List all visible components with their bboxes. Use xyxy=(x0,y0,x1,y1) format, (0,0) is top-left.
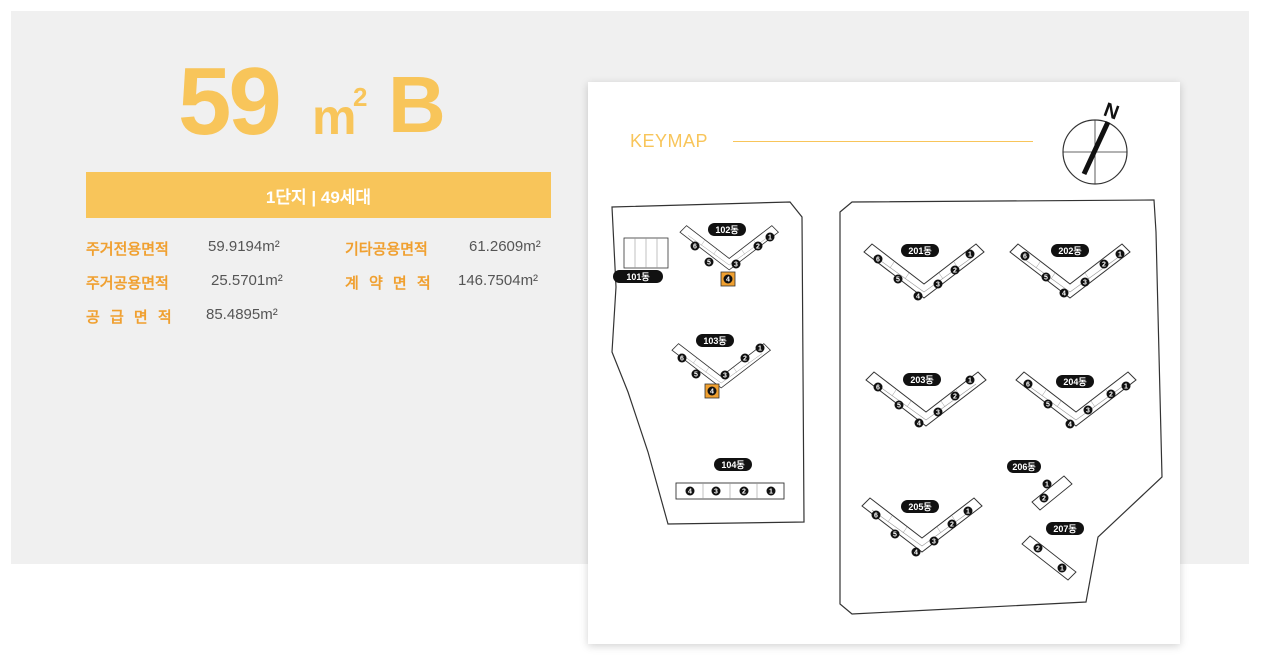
svg-text:1: 1 xyxy=(968,378,972,385)
svg-text:1: 1 xyxy=(1045,482,1049,489)
spec-label: 주거전용면적 xyxy=(86,241,169,258)
building-206: 206동 1 2 xyxy=(1007,460,1073,511)
svg-text:1: 1 xyxy=(768,235,772,242)
spec-value: 61.2609m² xyxy=(469,238,541,255)
building-204: 204동 6 5 4 3 2 1 xyxy=(1015,371,1137,429)
svg-text:3: 3 xyxy=(1086,408,1090,415)
building-label-207: 207동 xyxy=(1053,524,1076,534)
spec-label: 주거공용면적 xyxy=(86,275,169,292)
svg-text:2: 2 xyxy=(1036,546,1040,553)
spec-value: 146.7504m² xyxy=(458,272,539,289)
svg-text:5: 5 xyxy=(707,260,711,267)
svg-text:3: 3 xyxy=(714,489,718,496)
building-label-203: 203동 xyxy=(910,375,933,385)
spec-contract-area: 계 약 면 적 146.7504m² xyxy=(345,272,538,293)
spec-supply-area: 공 급 면 적 85.4895m² xyxy=(86,306,278,327)
svg-text:4: 4 xyxy=(917,421,921,428)
compass-icon: N xyxy=(1062,99,1128,185)
svg-text:5: 5 xyxy=(896,277,900,284)
building-label-103: 103동 xyxy=(703,336,726,346)
building-label-204: 204동 xyxy=(1063,377,1086,387)
spec-other-common-area: 기타공용면적 61.2609m² xyxy=(345,238,541,259)
svg-text:3: 3 xyxy=(723,373,727,380)
unit-area-number: 59 xyxy=(178,48,282,155)
svg-text:1: 1 xyxy=(1060,566,1064,573)
building-label-206: 206동 xyxy=(1012,462,1035,472)
svg-text:2: 2 xyxy=(950,522,954,529)
site-boundary-1 xyxy=(611,201,805,525)
spec-label: 기타공용면적 xyxy=(345,241,428,258)
svg-text:1: 1 xyxy=(966,509,970,516)
spec-value: 59.9194m² xyxy=(208,238,280,255)
svg-text:3: 3 xyxy=(932,539,936,546)
svg-text:5: 5 xyxy=(1046,402,1050,409)
svg-text:2: 2 xyxy=(953,268,957,275)
svg-text:1: 1 xyxy=(758,346,762,353)
compass-north-label: N xyxy=(1101,99,1122,125)
building-203: 203동 6 5 4 3 2 1 xyxy=(865,371,987,428)
building-205: 205동 6 5 4 3 2 1 xyxy=(861,497,983,557)
svg-text:4: 4 xyxy=(726,277,730,284)
svg-text:6: 6 xyxy=(876,257,880,264)
spec-value: 25.5701m² xyxy=(211,272,283,289)
svg-text:4: 4 xyxy=(916,294,920,301)
svg-text:1: 1 xyxy=(1118,252,1122,259)
building-label-102: 102동 xyxy=(715,225,738,235)
svg-text:2: 2 xyxy=(1042,496,1046,503)
svg-text:2: 2 xyxy=(1109,392,1113,399)
svg-text:3: 3 xyxy=(734,262,738,269)
svg-text:1: 1 xyxy=(968,252,972,259)
building-201: 201동 6 5 4 3 2 1 xyxy=(863,243,985,301)
building-202: 202동 6 5 4 3 2 1 xyxy=(1009,243,1131,299)
svg-text:2: 2 xyxy=(953,394,957,401)
svg-text:6: 6 xyxy=(1026,382,1030,389)
svg-text:6: 6 xyxy=(874,513,878,520)
svg-text:6: 6 xyxy=(680,356,684,363)
svg-text:6: 6 xyxy=(876,385,880,392)
svg-text:3: 3 xyxy=(936,282,940,289)
keymap-card: KEYMAP N xyxy=(588,82,1180,644)
svg-text:4: 4 xyxy=(688,489,692,496)
keymap-site-plan: N 101동 102동 6 5 4 3 2 1 xyxy=(611,99,1163,615)
building-207: 207동 2 1 xyxy=(1021,522,1084,581)
building-104: 104동 4 3 2 1 xyxy=(675,458,785,500)
svg-text:5: 5 xyxy=(897,403,901,410)
svg-text:5: 5 xyxy=(1044,275,1048,282)
spec-label: 공 급 면 적 xyxy=(86,309,175,326)
spec-value: 85.4895m² xyxy=(206,306,278,323)
spec-residential-common-area: 주거공용면적 25.5701m² xyxy=(86,272,283,293)
svg-text:5: 5 xyxy=(694,372,698,379)
svg-text:2: 2 xyxy=(1102,262,1106,269)
svg-text:2: 2 xyxy=(756,244,760,251)
svg-text:3: 3 xyxy=(936,410,940,417)
unit-area-superscript: 2 xyxy=(353,82,368,112)
complex-household-bar: 1단지 | 49세대 xyxy=(86,172,551,218)
building-102: 102동 6 5 4 3 2 1 xyxy=(679,223,779,287)
spec-label: 계 약 면 적 xyxy=(345,275,434,292)
svg-text:4: 4 xyxy=(914,550,918,557)
building-103: 103동 6 5 4 3 2 1 xyxy=(671,334,771,399)
svg-text:4: 4 xyxy=(710,389,714,396)
building-label-205: 205동 xyxy=(908,502,931,512)
building-label-104: 104동 xyxy=(721,460,744,470)
svg-text:4: 4 xyxy=(1068,422,1072,429)
svg-text:1: 1 xyxy=(769,489,773,496)
svg-text:6: 6 xyxy=(693,244,697,251)
building-label-101: 101동 xyxy=(626,272,649,282)
spec-exclusive-area: 주거전용면적 59.9194m² xyxy=(86,238,280,259)
building-label-201: 201동 xyxy=(908,246,931,256)
building-101: 101동 xyxy=(613,237,669,283)
keymap-title-rule xyxy=(733,141,1033,142)
keymap-title: KEYMAP xyxy=(630,131,709,151)
svg-text:1: 1 xyxy=(1124,384,1128,391)
svg-text:4: 4 xyxy=(1062,291,1066,298)
building-label-202: 202동 xyxy=(1058,246,1081,256)
svg-text:2: 2 xyxy=(743,356,747,363)
svg-text:2: 2 xyxy=(742,489,746,496)
svg-text:6: 6 xyxy=(1023,254,1027,261)
unit-type-letter: B xyxy=(388,60,446,149)
svg-text:3: 3 xyxy=(1083,280,1087,287)
unit-area-unit: m xyxy=(312,89,357,145)
svg-text:5: 5 xyxy=(893,532,897,539)
